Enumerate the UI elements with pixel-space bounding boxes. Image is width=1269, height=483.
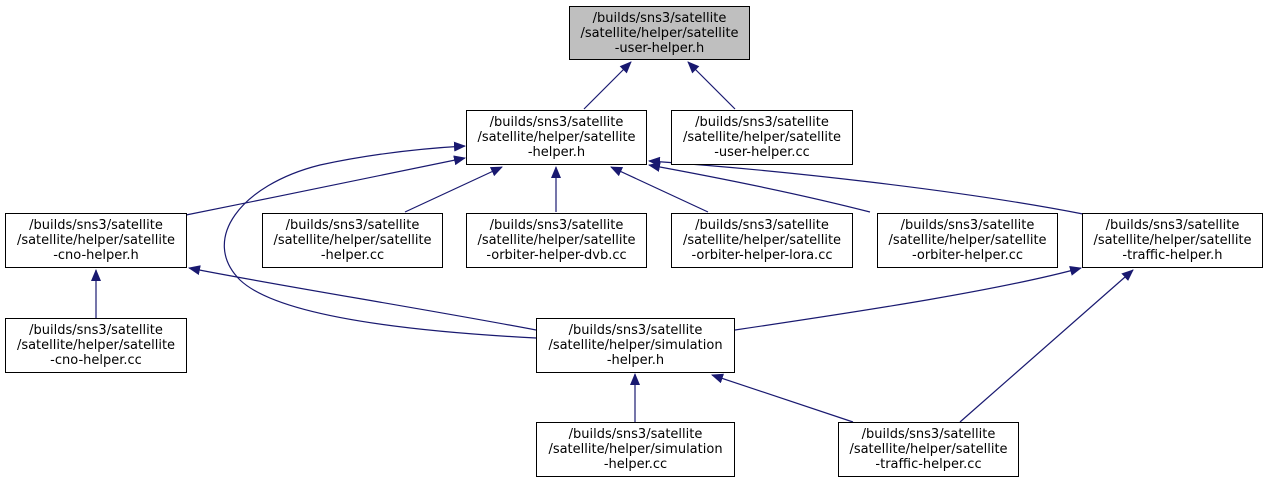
node-line: /satellite/helper/satellite: [273, 233, 432, 248]
node-line: /satellite/helper/satellite: [849, 442, 1008, 457]
node-line: /satellite/helper/satellite: [580, 25, 739, 41]
edge-orbiter-helper-cc-to-helper: [648, 162, 871, 213]
node-line: -traffic-helper.cc: [875, 457, 982, 472]
node-line: -helper.cc: [320, 248, 385, 263]
node-line: /builds/sns3/satellite: [568, 427, 703, 442]
node-satellite-traffic-helper-h[interactable]: /builds/sns3/satellite /satellite/helper…: [1082, 213, 1263, 268]
node-line: -user-helper.cc: [714, 145, 810, 160]
node-line: -helper.cc: [603, 457, 668, 472]
node-satellite-helper-h[interactable]: /builds/sns3/satellite /satellite/helper…: [466, 110, 647, 165]
node-line: /builds/sns3/satellite: [695, 115, 829, 130]
node-line: -cno-helper.h: [53, 248, 139, 263]
edge-orbiter-lora-to-helper: [610, 166, 709, 213]
node-line: -orbiter-helper-dvb.cc: [486, 248, 627, 263]
node-line: /satellite/helper/simulation: [548, 338, 723, 353]
node-line: /builds/sns3/satellite: [568, 323, 703, 338]
node-line: -helper.h: [606, 353, 665, 368]
node-line: -orbiter-helper.cc: [911, 248, 1024, 263]
node-simulation-helper-h[interactable]: /builds/sns3/satellite /satellite/helper…: [536, 318, 735, 373]
node-line: /satellite/helper/satellite: [477, 130, 636, 145]
node-line: /satellite/helper/satellite: [16, 338, 176, 353]
node-satellite-cno-helper-cc[interactable]: /builds/sns3/satellite /satellite/helper…: [5, 318, 187, 373]
node-line: /builds/sns3/satellite: [695, 218, 829, 233]
node-line: /satellite/helper/simulation: [548, 442, 723, 457]
node-satellite-orbiter-helper-dvb-cc[interactable]: /builds/sns3/satellite /satellite/helper…: [466, 213, 647, 268]
node-line: /satellite/helper/satellite: [682, 130, 842, 145]
node-line: /builds/sns3/satellite: [900, 218, 1035, 233]
edge-traffic-helper-cc-to-traffic-helper-h: [959, 269, 1134, 423]
node-line: /satellite/helper/satellite: [888, 233, 1047, 248]
node-line: /satellite/helper/satellite: [16, 233, 176, 248]
node-line: -helper.h: [527, 145, 586, 160]
edge-traffic-helper-cc-to-simulation-h: [711, 373, 854, 423]
node-satellite-orbiter-helper-lora-cc[interactable]: /builds/sns3/satellite /satellite/helper…: [671, 213, 853, 268]
node-satellite-cno-helper-h[interactable]: /builds/sns3/satellite /satellite/helper…: [5, 213, 187, 268]
node-simulation-helper-cc[interactable]: /builds/sns3/satellite /satellite/helper…: [536, 422, 735, 477]
node-line: /builds/sns3/satellite: [861, 427, 996, 442]
node-satellite-helper-cc[interactable]: /builds/sns3/satellite /satellite/helper…: [262, 213, 443, 268]
edge-helper-cc-to-helper: [404, 166, 503, 213]
node-line: /builds/sns3/satellite: [592, 10, 727, 26]
edge-helper-to-user-helper: [583, 61, 632, 110]
node-satellite-traffic-helper-cc[interactable]: /builds/sns3/satellite /satellite/helper…: [838, 422, 1019, 477]
edge-simulation-h-to-traffic-helper-h: [734, 266, 1082, 331]
node-satellite-user-helper-h[interactable]: /builds/sns3/satellite /satellite/helper…: [569, 6, 750, 60]
node-line: /satellite/helper/satellite: [1093, 233, 1252, 248]
node-line: -orbiter-helper-lora.cc: [691, 248, 833, 263]
node-line: /satellite/helper/satellite: [682, 233, 842, 248]
node-line: /satellite/helper/satellite: [477, 233, 636, 248]
node-line: /builds/sns3/satellite: [29, 218, 163, 233]
node-line: /builds/sns3/satellite: [1105, 218, 1240, 233]
node-line: /builds/sns3/satellite: [489, 218, 624, 233]
node-satellite-user-helper-cc[interactable]: /builds/sns3/satellite /satellite/helper…: [671, 110, 853, 165]
edge-simulation-h-to-helper: [223, 141, 537, 339]
node-line: -cno-helper.cc: [50, 353, 142, 368]
node-line: /builds/sns3/satellite: [489, 115, 624, 130]
node-satellite-orbiter-helper-cc[interactable]: /builds/sns3/satellite /satellite/helper…: [877, 213, 1058, 268]
node-line: /builds/sns3/satellite: [285, 218, 420, 233]
edge-simulation-h-to-cno-helper-h: [188, 265, 537, 331]
node-line: /builds/sns3/satellite: [29, 323, 163, 338]
node-line: -traffic-helper.h: [1122, 248, 1223, 263]
edge-cno-helper-h-to-helper: [185, 155, 466, 216]
edge-user-helper-cc-to-user-helper: [687, 61, 736, 110]
node-line: -user-helper.h: [614, 40, 705, 56]
edge-traffic-helper-h-to-helper: [648, 156, 1084, 215]
